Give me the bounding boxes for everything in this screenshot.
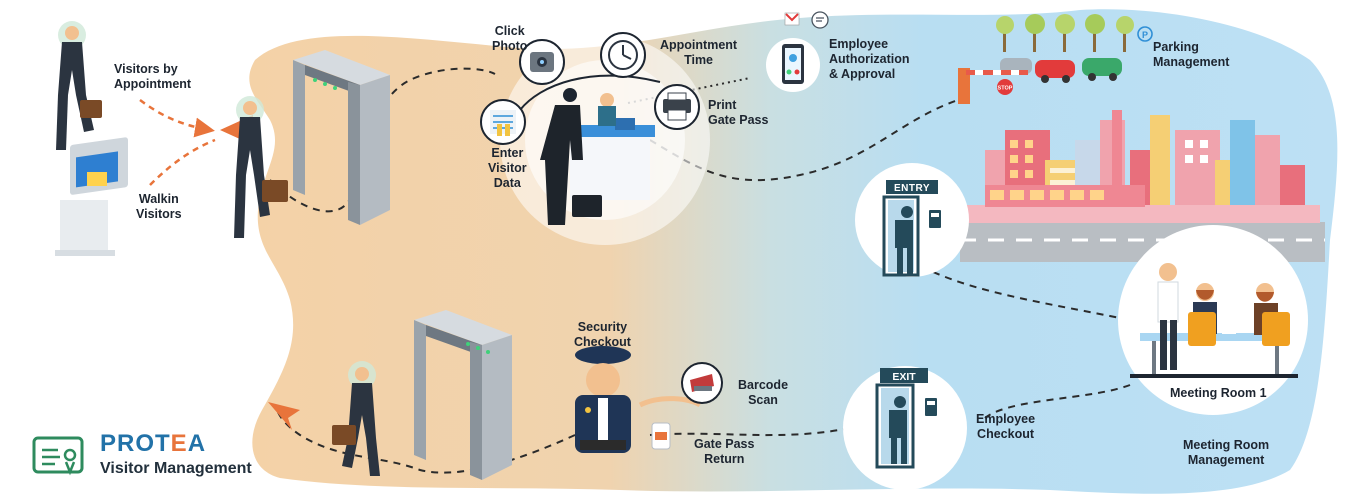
kiosk-icon: [55, 137, 128, 256]
access-door-icon: [843, 366, 967, 490]
printer-icon: [654, 84, 700, 130]
label-line: Checkout: [977, 427, 1034, 441]
label-line: Visitors: [136, 207, 182, 221]
label-line: Employee: [829, 37, 889, 51]
label-line: & Approval: [829, 67, 896, 81]
label-visitors-by-appointment: Visitors by Appointment: [114, 62, 191, 92]
label-appointment-time: Appointment Time: [660, 38, 737, 68]
label-line: Enter: [491, 146, 524, 160]
camera-icon: [519, 39, 565, 85]
reception-desk-icon: [540, 88, 655, 225]
label-line: Return: [704, 452, 745, 466]
meeting-room-icon: [1118, 225, 1308, 415]
label-line: Print: [708, 98, 737, 112]
label-walkin-visitors: Walkin Visitors: [136, 192, 182, 222]
label-line: Data: [493, 176, 521, 190]
boom-barrier-icon: STOP: [958, 68, 1028, 104]
label-line: Security: [577, 320, 628, 334]
exit-sign: EXIT: [892, 371, 916, 383]
brand: PROTEA Visitor Management: [30, 428, 290, 484]
label-line: Click: [494, 24, 525, 38]
brand-name-part: PROT: [100, 430, 171, 457]
brand-name: PROTEA: [100, 430, 206, 458]
brand-subtitle: Visitor Management: [100, 460, 252, 477]
chat-icon: [811, 11, 829, 29]
label-line: Checkout: [574, 335, 631, 349]
metal-detector-gate-icon: [293, 50, 390, 225]
brand-logo-icon: [32, 436, 84, 476]
factory-icon: [965, 110, 1320, 223]
brand-name-accent: E: [170, 430, 188, 457]
label-line: Scan: [748, 393, 778, 407]
barcode-scanner-icon: [681, 362, 723, 404]
label-line: Management: [1187, 453, 1265, 467]
label-line: Time: [684, 53, 714, 67]
fingerprint-scan-icon: [480, 99, 526, 145]
label-line: Photo: [492, 39, 528, 53]
metal-detector-gate-icon: [414, 310, 512, 480]
label-line: Barcode: [738, 378, 789, 392]
visitor-person-icon: [56, 21, 102, 150]
label-line: Gate Pass: [694, 437, 755, 451]
label-enter-visitor-data: Enter Visitor Data: [488, 146, 527, 191]
svg-text:P: P: [1142, 30, 1148, 40]
label-meeting-room-management: Meeting Room Management: [1183, 438, 1269, 468]
label-print-gate-pass: Print Gate Pass: [708, 98, 768, 128]
brand-name-part: A: [187, 430, 207, 457]
security-guard-icon: [575, 346, 631, 453]
stop-sign-text: STOP: [998, 86, 1013, 92]
label-barcode-scan: Barcode Scan: [738, 378, 788, 408]
label-meeting-room-1: Meeting Room 1: [1170, 386, 1267, 400]
label-employee-authorization: Employee Authorization & Approval: [829, 37, 910, 82]
label-line: Appointment: [660, 38, 738, 52]
label-line: Meeting Room: [1183, 438, 1270, 452]
label-click-photo: Click Photo: [492, 24, 527, 54]
gmail-icon: [784, 12, 800, 26]
label-line: Visitor: [488, 161, 527, 175]
label-line: Appointment: [114, 77, 192, 91]
label-line: Gate Pass: [708, 113, 769, 127]
label-line: Authorization: [829, 52, 910, 66]
label-security-checkout: Security Checkout: [574, 320, 631, 350]
clock-icon: [600, 32, 646, 78]
label-line: Employee: [976, 412, 1036, 426]
label-gate-pass-return: Gate Pass Return: [694, 437, 754, 467]
label-employee-checkout: Employee Checkout: [976, 412, 1035, 442]
orange-arrows: [139, 98, 216, 186]
smartphone-icon: [766, 38, 820, 92]
parking-p-icon: P: [1137, 26, 1153, 42]
label-line: Management: [1153, 55, 1230, 69]
entry-sign: ENTRY: [894, 183, 930, 194]
tree-icon: [996, 14, 1134, 52]
visitor-person-icon: [332, 361, 380, 476]
label-line: Visitors by: [114, 62, 178, 76]
label-parking-management: Parking Management: [1153, 40, 1229, 70]
label-line: Walkin: [138, 192, 179, 206]
access-door-icon: [855, 163, 969, 277]
label-line: Parking: [1153, 40, 1199, 54]
visitor-person-icon: [234, 96, 288, 238]
paper-plane-arrow-icon: [268, 402, 300, 430]
